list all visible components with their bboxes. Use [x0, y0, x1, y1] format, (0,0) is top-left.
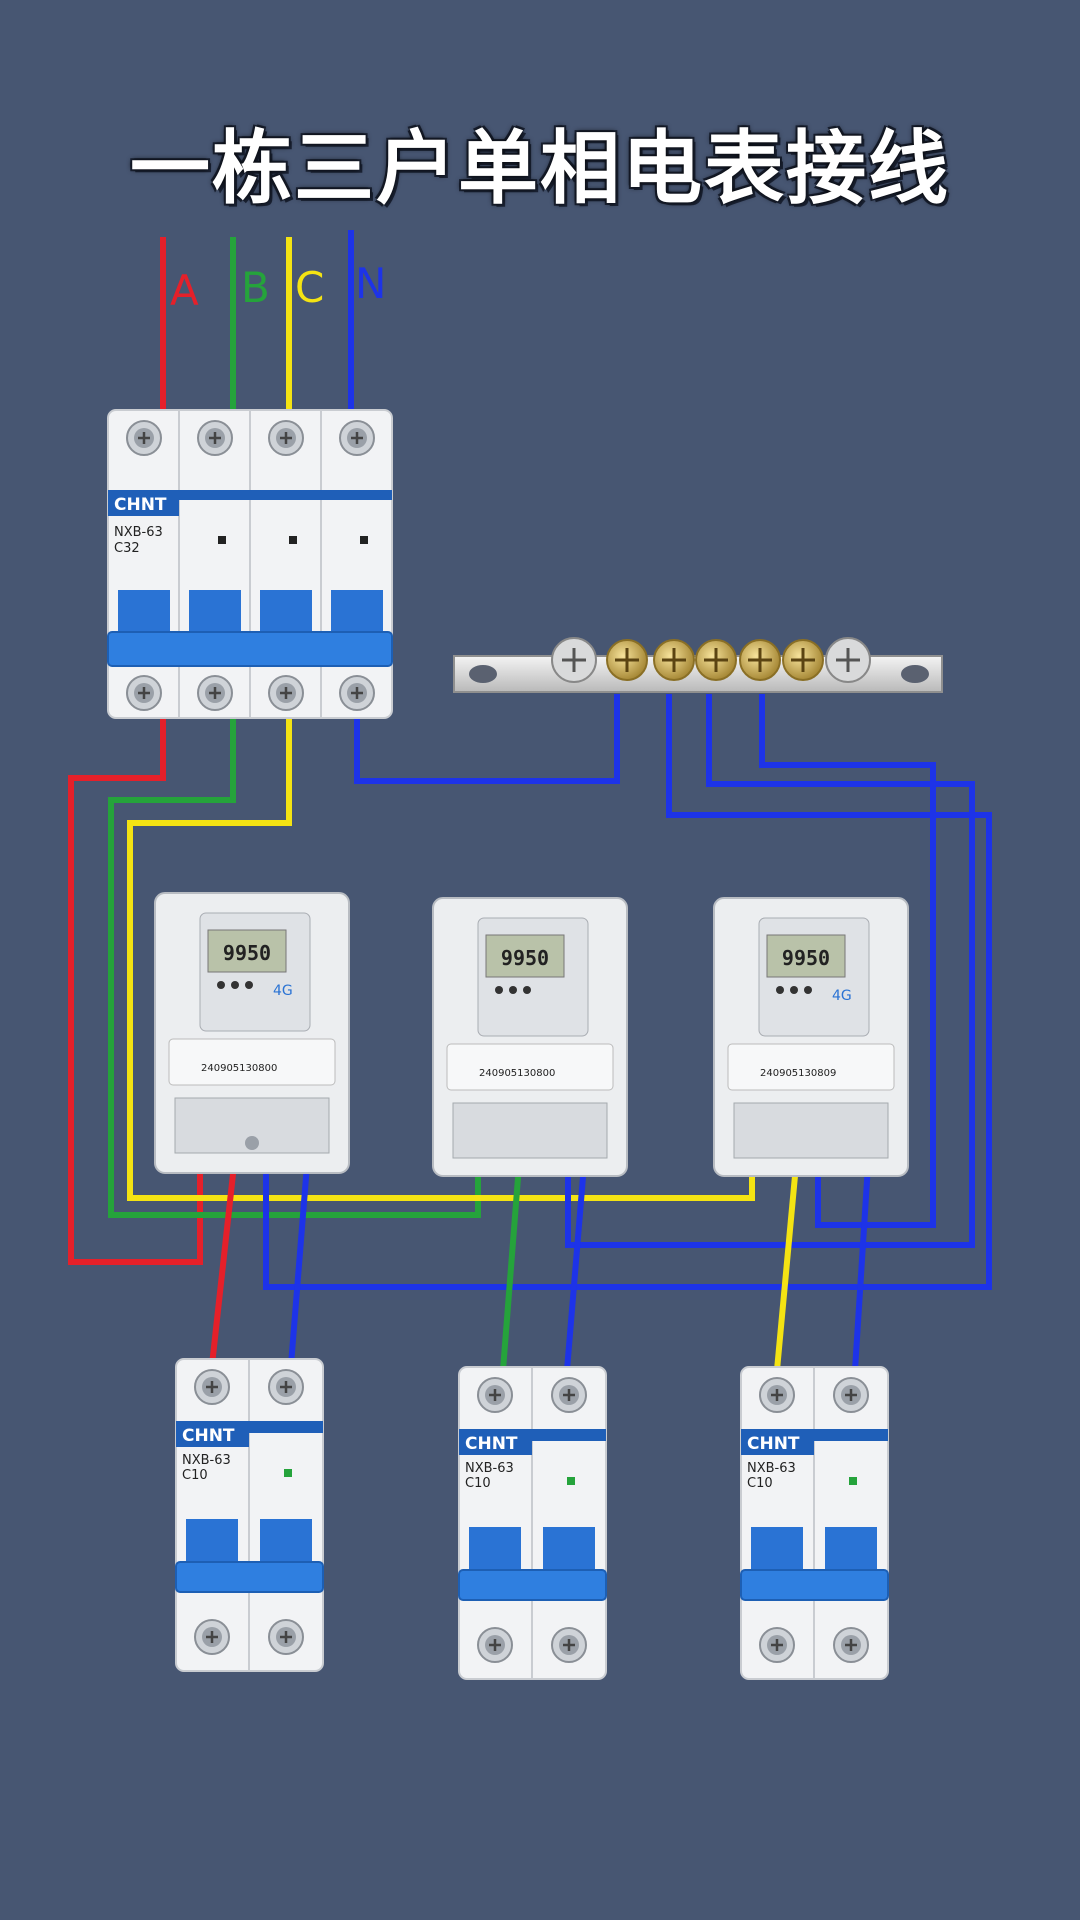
branch-3-rating: C10 [747, 1476, 773, 1491]
busbar-screw-5 [739, 639, 781, 681]
main-breaker-brand-plate [108, 490, 179, 516]
wire-out-neutral-3 [852, 1164, 871, 1371]
busbar-screw-6 [782, 639, 824, 681]
branch-1-handle[interactable] [175, 1561, 324, 1593]
main-breaker-rating: C32 [114, 541, 140, 556]
busbar-screw-3 [653, 639, 695, 681]
wire-neutral-meter1 [263, 694, 992, 1290]
branch-2-model: NXB-63 [465, 1461, 514, 1476]
meter-1: 9950 4G 240905130800 [154, 892, 350, 1174]
busbar-screw-7 [825, 637, 871, 683]
meter-3-serial: 240905130809 [760, 1068, 836, 1079]
busbar-screw-1 [551, 637, 597, 683]
branch-breaker-1: CHNT NXB-63 C10 [175, 1358, 324, 1672]
wire-neutral-meter3 [759, 694, 936, 1228]
wire-out-neutral-2 [564, 1164, 587, 1371]
meter-3-display: 9950 [782, 946, 830, 970]
branch-1-model: NXB-63 [182, 1453, 231, 1468]
phase-label-n: N [355, 259, 386, 308]
branch-1-rating: C10 [182, 1468, 208, 1483]
wire-out-phase-b-2 [500, 1164, 522, 1371]
wire-neutral-to-busbar [354, 694, 620, 784]
wire-phase-c-feed [127, 718, 755, 1201]
main-breaker-brand: CHNT [114, 495, 167, 515]
main-breaker-model: NXB-63 [114, 525, 163, 540]
branch-3-model: NXB-63 [747, 1461, 796, 1476]
meter-1-serial: 240905130800 [201, 1063, 277, 1074]
page-title: 一栋三户单相电表接线 [130, 122, 950, 215]
branch-3-brand: CHNT [747, 1434, 800, 1454]
meter-1-badge: 4G [273, 983, 293, 999]
branch-3-handle[interactable] [740, 1569, 889, 1601]
phase-label-a: A [170, 266, 199, 315]
meter-2-serial: 240905130800 [479, 1068, 555, 1079]
branch-2-brand: CHNT [465, 1434, 518, 1454]
main-breaker-handle-bar[interactable] [107, 631, 393, 667]
main-breaker: CHNT NXB-63 C32 [107, 409, 393, 719]
neutral-busbar [453, 637, 943, 693]
branch-2-rating: C10 [465, 1476, 491, 1491]
phase-label-b: B [241, 263, 270, 312]
phase-labels: A B C N [170, 259, 386, 315]
meter-3-badge: 4G [832, 988, 852, 1004]
busbar-screw-2 [606, 639, 648, 681]
meter-2-display: 9950 [501, 946, 549, 970]
wire-out-neutral-1 [288, 1164, 310, 1366]
meter-3: 9950 4G 240905130809 [713, 897, 909, 1177]
phase-label-c: C [295, 263, 324, 312]
branch-2-handle[interactable] [458, 1569, 607, 1601]
branch-breaker-2: CHNT NXB-63 C10 [458, 1366, 607, 1680]
meter-1-display: 9950 [223, 941, 271, 965]
wire-phase-a-feed [68, 718, 203, 1265]
branch-1-brand: CHNT [182, 1426, 235, 1446]
meter-2: 9950 240905130800 [432, 897, 628, 1177]
wire-phase-b-feed [108, 718, 481, 1218]
busbar-screw-4 [695, 639, 737, 681]
branch-breaker-3: CHNT NXB-63 C10 [740, 1366, 889, 1680]
wire-out-phase-c-3 [774, 1164, 799, 1371]
wires [68, 230, 992, 1371]
wire-neutral-meter2 [565, 694, 975, 1248]
wire-out-phase-a-1 [209, 1164, 237, 1366]
